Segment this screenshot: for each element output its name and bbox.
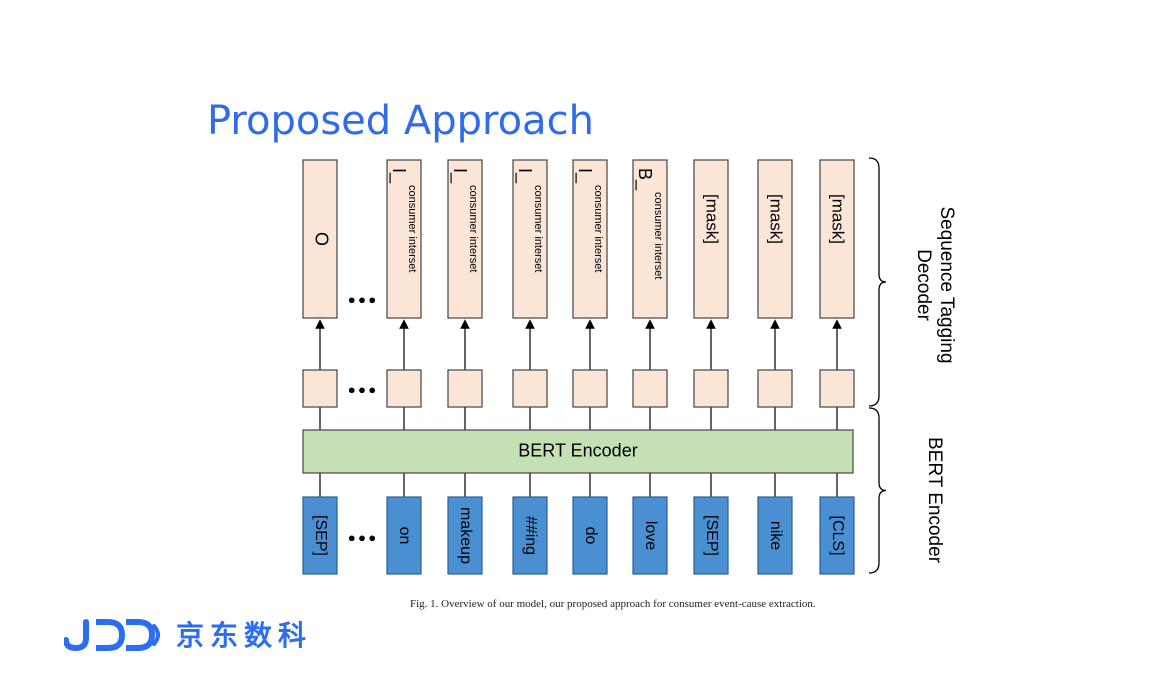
- hidden-state-box: [632, 369, 668, 408]
- figure-caption: Fig. 1. Overview of our model, our propo…: [410, 598, 816, 610]
- output-tag-label: I_consumer interset: [514, 168, 544, 272]
- decoder-brace-label: Decoder: [913, 249, 934, 321]
- output-tag-label: I_consumer interset: [388, 168, 418, 272]
- input-token-box: [819, 496, 855, 575]
- output-tag-label: [mask]: [767, 194, 786, 244]
- input-token-box: [447, 496, 483, 575]
- hidden-state-box: [447, 369, 483, 408]
- logo-text: 京东数科: [176, 619, 313, 652]
- hidden-state-box: [572, 369, 608, 408]
- hidden-state-box: [757, 369, 793, 408]
- bert-encoder-label: BERT Encoder: [518, 440, 637, 460]
- output-tag-suffix: consumer interset: [467, 185, 479, 272]
- output-tag-box: [757, 159, 793, 319]
- output-tag-box: [693, 159, 729, 319]
- input-token-label: on: [396, 527, 413, 545]
- output-tag-prefix: B_: [634, 168, 655, 191]
- slide-title: Proposed Approach: [207, 98, 594, 144]
- ellipsis-icon: •••: [347, 530, 378, 549]
- jdd-logo-icon: [64, 619, 160, 652]
- bert-encoder-bar: [302, 429, 854, 474]
- input-token-label: [CLS]: [829, 515, 846, 555]
- output-tag-box: [572, 159, 608, 319]
- input-token-box: [632, 496, 668, 575]
- input-token-box: [693, 496, 729, 575]
- ellipsis-icon: •••: [347, 382, 378, 401]
- output-tag-label: [mask]: [703, 194, 722, 244]
- input-token-label: do: [582, 527, 599, 545]
- input-token-box: [386, 496, 422, 575]
- output-tag-label: I_consumer interset: [449, 168, 479, 272]
- input-token-label: [SEP]: [703, 515, 720, 556]
- input-token-label: ##ing: [522, 516, 539, 555]
- output-tag-box: [819, 159, 855, 319]
- input-token-box: [572, 496, 608, 575]
- output-tag-label: O: [311, 232, 331, 246]
- input-token-label: makeup: [457, 507, 474, 564]
- output-tag-suffix: consumer interset: [652, 192, 664, 279]
- encoder-brace-label: BERT Encoder: [924, 437, 945, 564]
- decoder-brace: [868, 157, 887, 407]
- output-tag-label: [mask]: [829, 194, 848, 244]
- output-tag-box: [386, 159, 422, 319]
- output-tag-box: [632, 159, 668, 319]
- output-tag-suffix: consumer interset: [592, 185, 604, 272]
- output-tag-box: [512, 159, 548, 319]
- input-token-box: [302, 496, 338, 575]
- ellipsis-icon: •••: [347, 292, 378, 311]
- input-token-label: [SEP]: [312, 515, 329, 556]
- input-token-label: nike: [767, 521, 784, 550]
- decoder-brace-label: Sequence Tagging: [936, 206, 957, 363]
- output-tag-box: [447, 159, 483, 319]
- output-tag-suffix: consumer interset: [532, 185, 544, 272]
- hidden-state-box: [693, 369, 729, 408]
- output-tag-prefix: I_: [574, 168, 595, 184]
- input-token-box: [757, 496, 793, 575]
- hidden-state-box: [512, 369, 548, 408]
- input-token-label: love: [642, 521, 659, 550]
- hidden-state-box: [819, 369, 855, 408]
- company-logo: 京东数科: [64, 614, 312, 654]
- output-tag-prefix: I_: [514, 168, 535, 184]
- hidden-state-box: [386, 369, 422, 408]
- output-tag-box: [302, 159, 338, 319]
- output-tag-suffix: consumer interset: [406, 185, 418, 272]
- encoder-brace: [868, 407, 887, 574]
- hidden-state-box: [302, 369, 338, 408]
- output-tag-label: B_consumer interset: [634, 168, 664, 279]
- input-token-box: [512, 496, 548, 575]
- output-tag-prefix: I_: [388, 168, 409, 184]
- output-tag-prefix: I_: [449, 168, 470, 184]
- output-tag-label: I_consumer interset: [574, 168, 604, 272]
